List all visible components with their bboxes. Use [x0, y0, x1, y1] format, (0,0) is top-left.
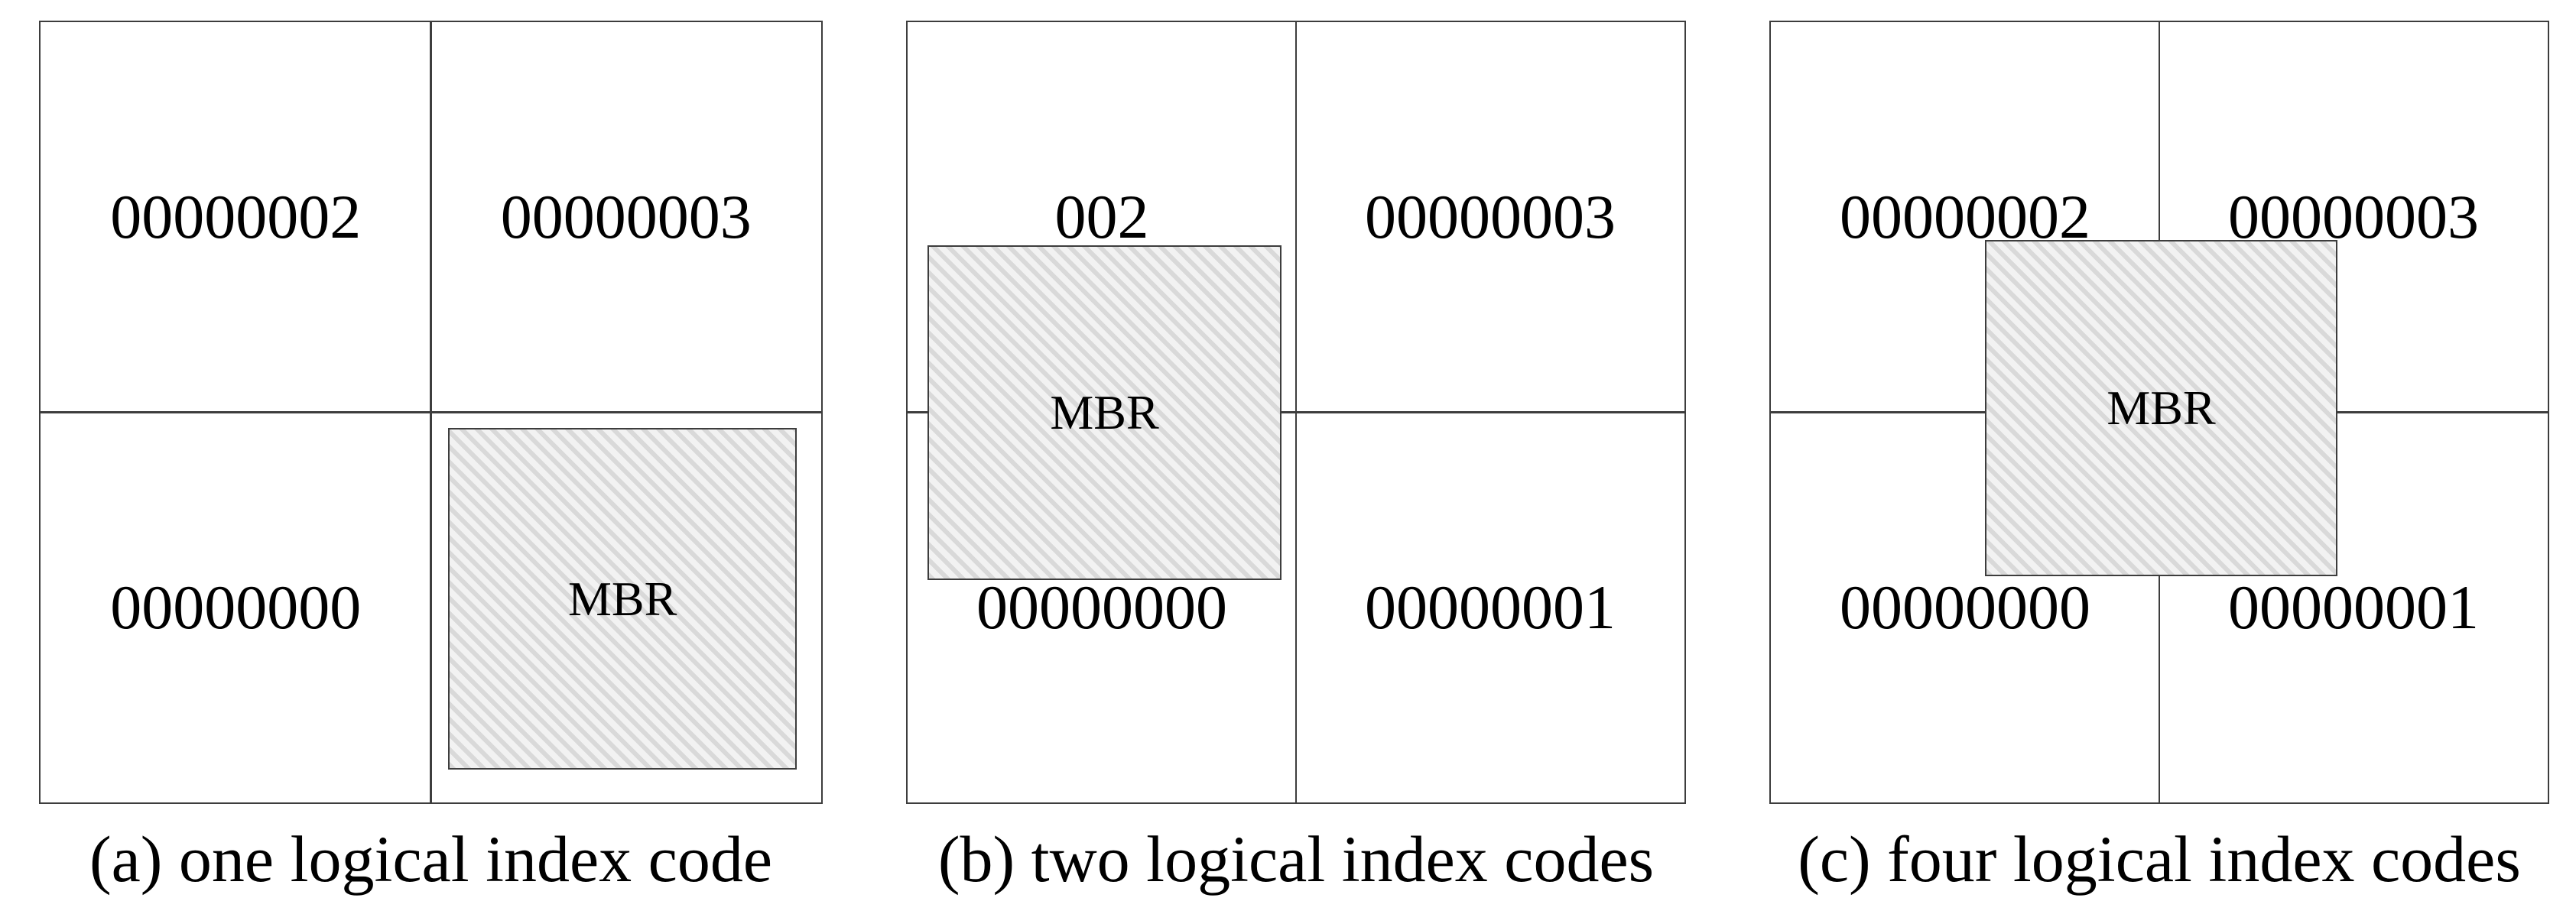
quadrant-label-bottom-left-a: 00000000 [110, 572, 362, 642]
panel-b: 002 00000003 00000000 00000001 MBR (b) t… [906, 0, 1686, 914]
mbr-label-a: MBR [568, 571, 677, 626]
panel-a: 00000002 00000003 00000000 MBR (a) one l… [39, 0, 823, 914]
horizontal-divider-b [908, 411, 1684, 413]
quadrant-label-top-left-c: 00000002 [1840, 182, 2090, 252]
quadrant-label-top-left-b: 002 [1054, 182, 1149, 252]
quadrant-label-bottom-left-c: 00000000 [1840, 572, 2090, 642]
quadrant-label-top-right-b: 00000003 [1365, 182, 1616, 252]
panel-c: 00000002 00000003 00000000 00000001 MBR … [1769, 0, 2549, 914]
quadrant-grid-c: 00000002 00000003 00000000 00000001 MBR [1769, 21, 2549, 804]
mbr-box-c: MBR [1985, 239, 2337, 576]
quadrant-grid-a: 00000002 00000003 00000000 MBR [39, 21, 823, 804]
quadrant-label-top-right-a: 00000003 [500, 182, 752, 252]
caption-a: (a) one logical index code [89, 822, 773, 896]
quadrant-grid-b: 002 00000003 00000000 00000001 MBR [906, 21, 1686, 804]
quadrant-label-bottom-right-c: 00000001 [2228, 572, 2479, 642]
mbr-box-b: MBR [927, 245, 1282, 580]
quadrant-label-bottom-left-b: 00000000 [976, 572, 1227, 642]
mbr-label-c: MBR [2107, 380, 2216, 435]
caption-c: (c) four logical index codes [1798, 822, 2521, 896]
caption-b: (b) two logical index codes [937, 822, 1655, 896]
quadrant-label-top-right-c: 00000003 [2228, 182, 2479, 252]
horizontal-divider-a [41, 411, 821, 413]
mbr-label-b: MBR [1050, 385, 1159, 439]
quadrant-label-bottom-right-b: 00000001 [1365, 572, 1616, 642]
mbr-box-a: MBR [447, 427, 797, 770]
quadrant-label-top-left-a: 00000002 [110, 182, 362, 252]
